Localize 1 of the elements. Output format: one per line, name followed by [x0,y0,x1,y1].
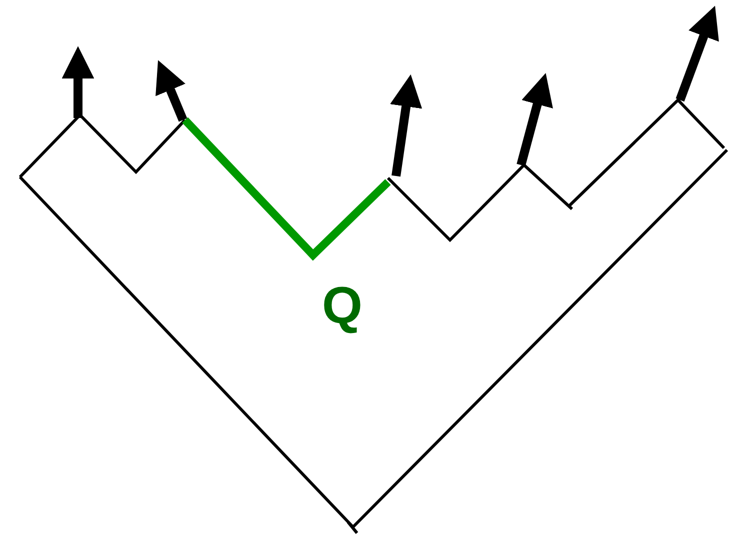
path-label: Q [322,280,362,332]
